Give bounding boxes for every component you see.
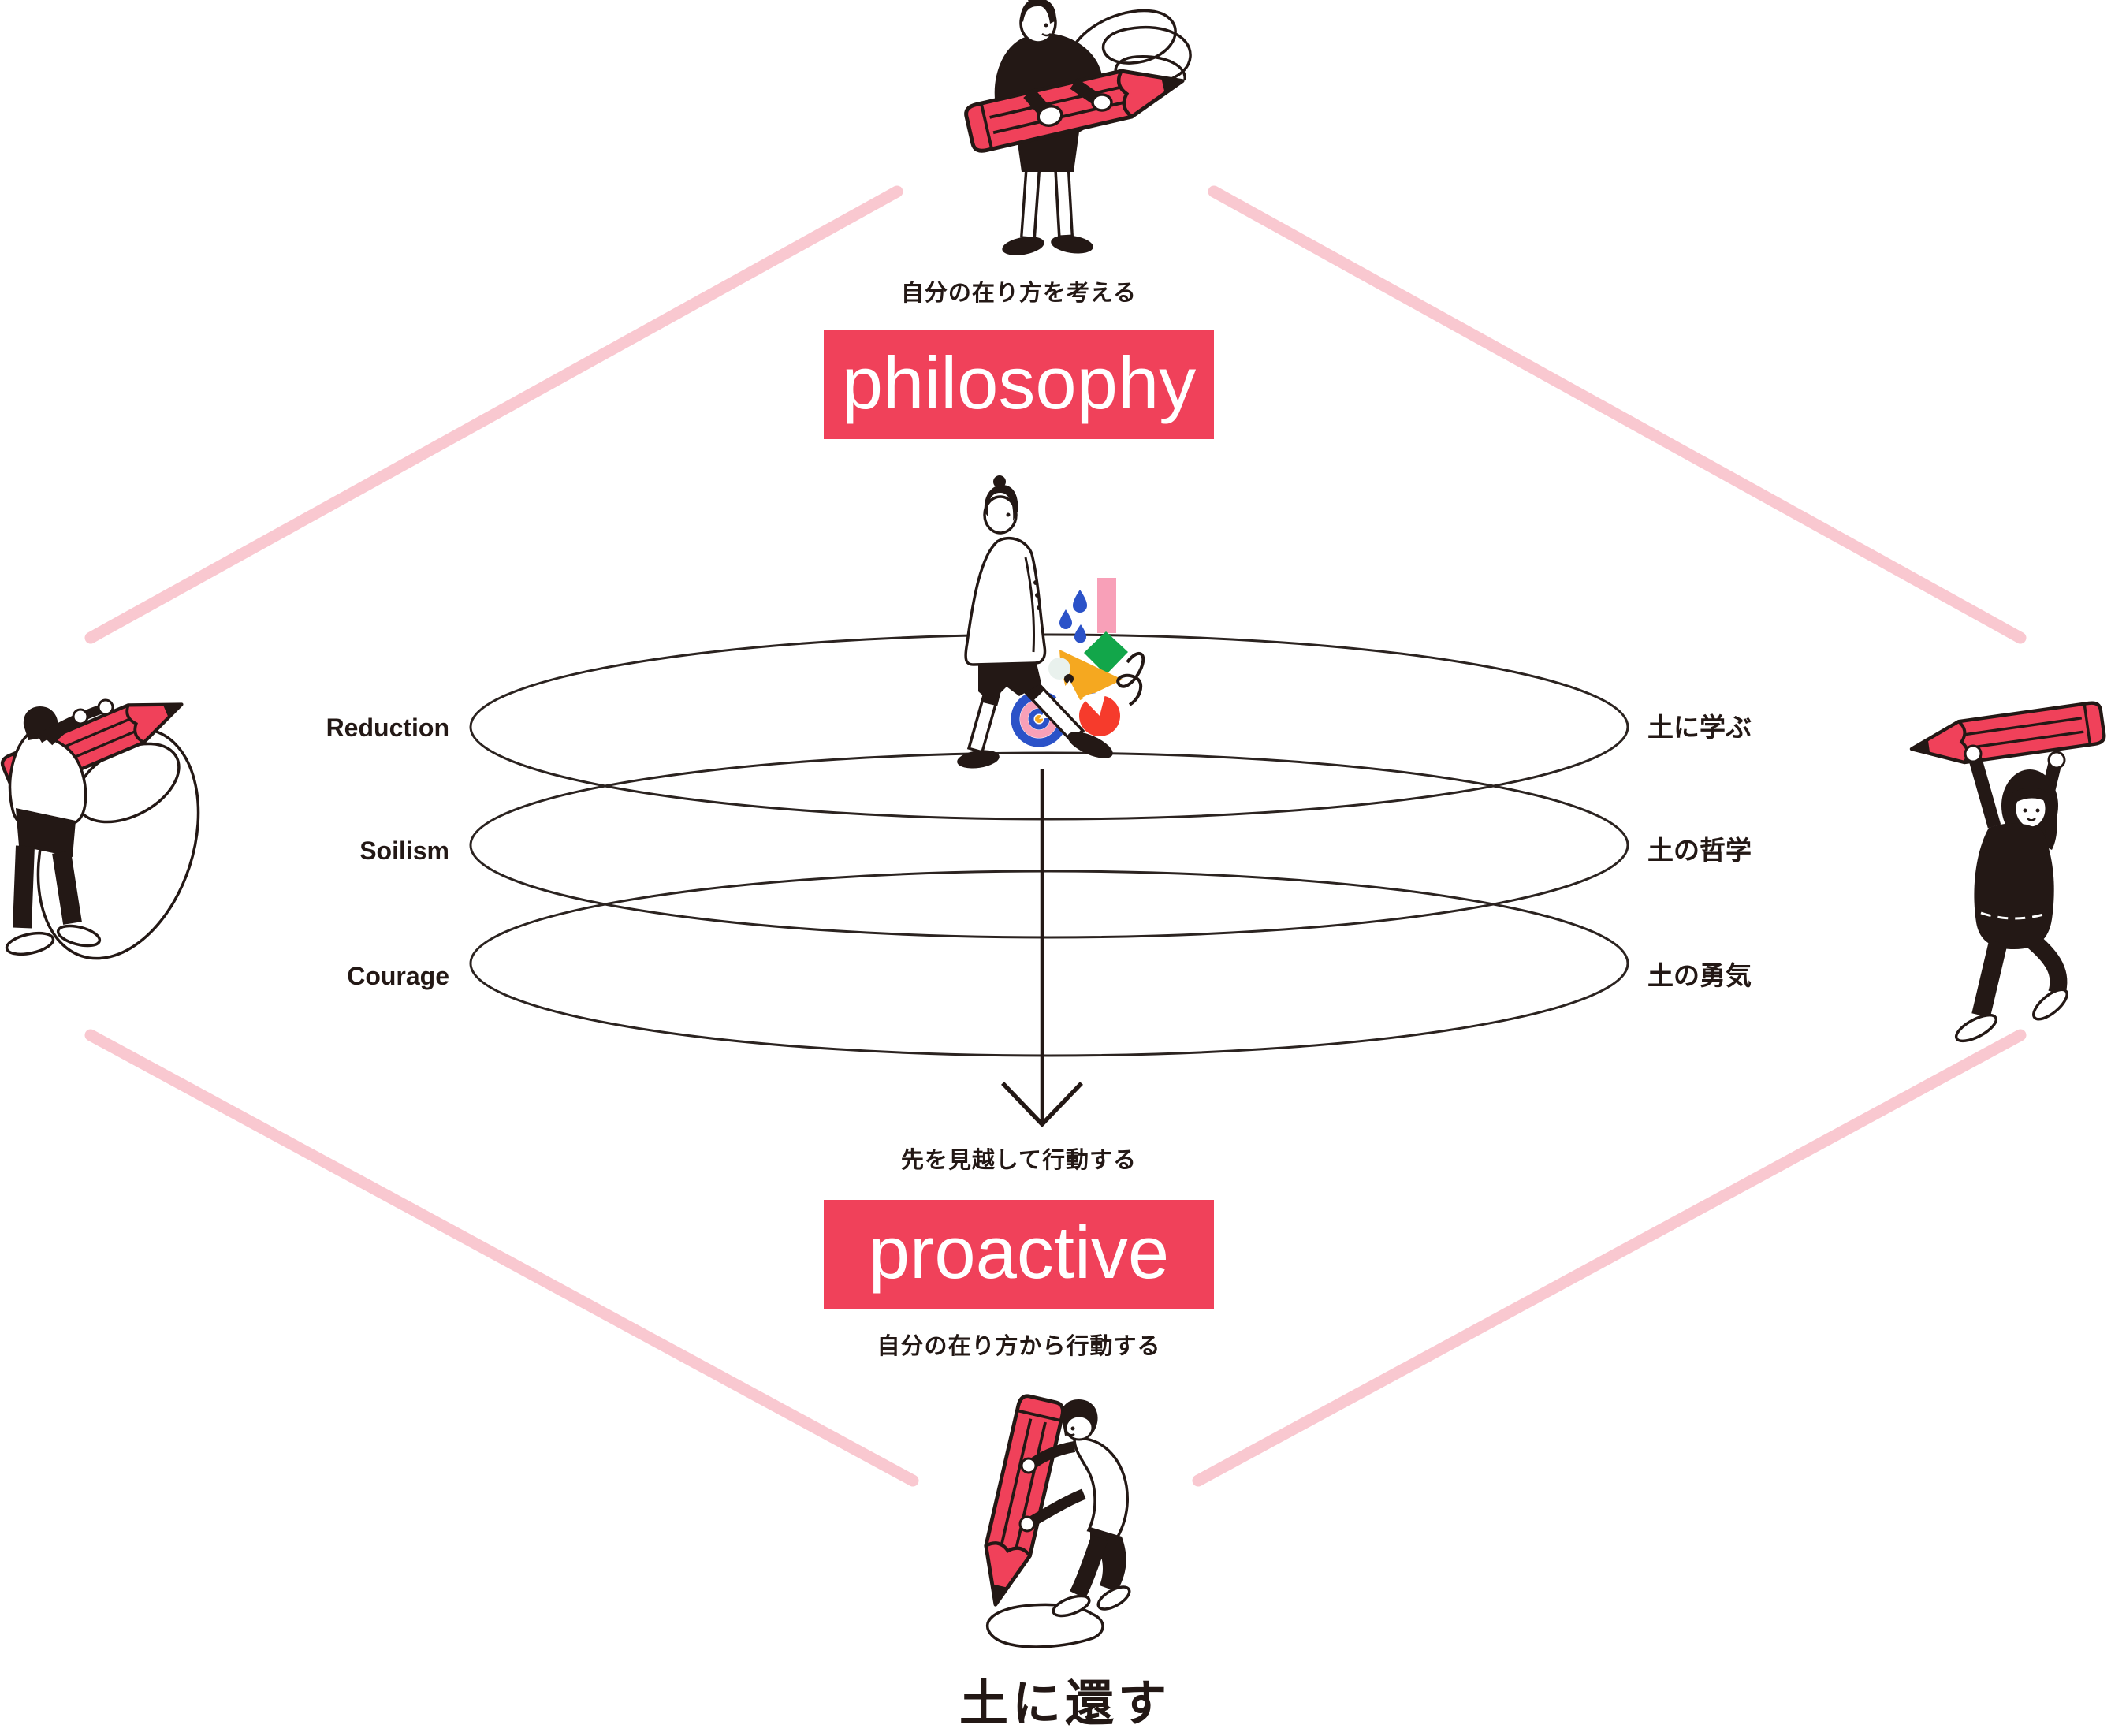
layer-label-courage: Courage [347,962,449,990]
downward-arrow-icon [1001,769,1083,1127]
bottom-person-writing-icon [974,1395,1131,1648]
connector-top-right [1208,185,2027,644]
proactive-banner: proactive [824,1200,1214,1309]
layer-label-soil-philosophy: 土の哲学 [1647,836,1752,865]
spiral-ring-courage [469,870,1629,1057]
center-walking-person-icon [957,475,1145,769]
layer-label-soilism: Soilism [359,836,449,865]
layer-label-learn-from-soil: 土に学ぶ [1647,713,1752,742]
proactive-caption-above: 先を見越して行動する [900,1148,1137,1173]
philosophy-banner: philosophy [824,330,1214,439]
top-person-with-pencil-icon [964,0,1192,255]
connector-lines [84,185,2027,1487]
left-person-with-pencil-icon [0,686,200,960]
layer-label-soil-courage: 土の勇気 [1647,961,1752,990]
connector-bottom-left [84,1029,919,1487]
right-person-lifting-pencil-icon [1908,702,2105,1043]
spiral-ring-soilism [469,751,1629,939]
proactive-caption-below: 自分の在り方から行動する [877,1334,1161,1359]
connector-bottom-right [1192,1029,2027,1487]
top-caption: 自分の在り方を考える [900,281,1137,306]
return-to-soil-label: 土に還す [959,1677,1171,1731]
spiral-ellipses [469,633,1629,1057]
connector-top-left [84,185,903,644]
spiral-ring-reduction [469,633,1629,821]
layer-label-reduction: Reduction [326,713,449,742]
